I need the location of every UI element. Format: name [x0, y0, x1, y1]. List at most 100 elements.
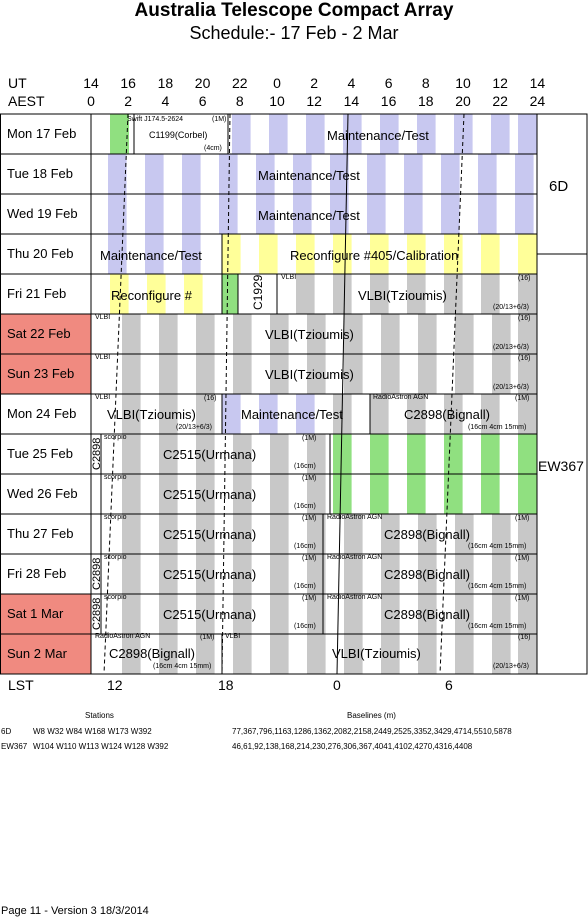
page-footer: Page 11 - Version 3 18/3/2014: [1, 905, 149, 917]
time-stripe: [481, 274, 500, 314]
time-stripe: [269, 114, 288, 154]
time-stripe: [270, 554, 289, 594]
block-band: (16cm): [294, 463, 316, 470]
time-stripe: [196, 434, 215, 474]
weekend-highlight: [0, 594, 91, 634]
block-code: (1M): [302, 555, 317, 562]
time-stripe: [233, 314, 252, 354]
block-code: (1M): [302, 435, 317, 442]
lst-dashed-line: [103, 113, 129, 675]
block-label: Maintenance/Test: [258, 208, 360, 223]
weekend-highlight: [0, 634, 91, 674]
config-box-ew367: [536, 253, 588, 675]
time-stripe: [381, 554, 400, 594]
block-band: (4cm): [204, 145, 222, 152]
block-band: (16cm): [294, 583, 316, 590]
time-stripe: [407, 474, 426, 514]
block-band: (16cm): [294, 503, 316, 510]
time-stripe: [122, 634, 141, 674]
block-band: (20/13+6/3): [493, 304, 529, 311]
time-stripe: [307, 354, 326, 394]
time-stripe: [307, 474, 326, 514]
time-stripe: [122, 354, 141, 394]
time-stripe: [259, 394, 278, 434]
day-label: Wed 26 Feb: [7, 486, 78, 501]
time-stripe: [455, 354, 474, 394]
config-label-ew367: EW367: [538, 458, 584, 474]
block-label: RadioAstron AGN: [327, 594, 383, 601]
lst-dashed-line: [439, 113, 465, 675]
time-stripe: [455, 634, 474, 674]
time-stripe: [333, 234, 352, 274]
block-label: C2898(Bignall): [384, 607, 470, 622]
time-stripe: [344, 514, 363, 554]
block-band: (20/13+6/3): [493, 344, 529, 351]
time-stripe: [518, 474, 537, 514]
block-label: Swift J174.5-2624: [127, 116, 184, 123]
aest-tick: 2: [124, 93, 133, 109]
day-label: Sun 23 Feb: [7, 366, 75, 381]
block-label: Maintenance/Test: [241, 407, 343, 422]
block-label: C2898(Bignall): [404, 407, 490, 422]
time-stripe: [233, 354, 252, 394]
time-stripe: [159, 514, 178, 554]
page-title: Australia Telescope Compact Array: [134, 0, 454, 21]
ut-tick: 0: [273, 75, 281, 91]
time-stripe: [381, 514, 400, 554]
time-stripe: [293, 154, 312, 194]
ut-tick: 22: [232, 75, 248, 91]
block-code: (1M): [515, 515, 530, 522]
time-stripe: [518, 634, 537, 674]
aest-tick: 16: [380, 93, 397, 109]
baseline-list: 77,367,796,1163,1286,1362,2082,2158,2449…: [232, 727, 512, 736]
block-band: (20/13+6/3): [493, 384, 529, 391]
block-label: VLBI: [95, 314, 111, 321]
block-label: VLBI(Tzioumis): [265, 327, 354, 342]
time-stripe: [367, 194, 386, 234]
time-stripe: [515, 154, 534, 194]
time-stripe: [108, 154, 127, 194]
block-band: (20/13+6/3): [176, 424, 212, 431]
time-stripe: [418, 354, 437, 394]
time-stripe: [110, 114, 129, 154]
time-stripe: [222, 234, 241, 274]
time-stripe: [370, 234, 389, 274]
baseline-list: 46,61,92,138,168,214,230,276,306,367,404…: [232, 742, 473, 751]
station-list: W104 W110 W113 W124 W128 W392: [33, 742, 169, 751]
time-stripe: [333, 274, 352, 314]
time-stripe: [122, 394, 141, 434]
time-stripe: [381, 314, 400, 354]
block-label-vertical: C1929: [251, 274, 265, 310]
aest-tick: 4: [161, 93, 170, 109]
time-stripe: [444, 274, 463, 314]
time-stripe: [491, 114, 510, 154]
time-stripe: [370, 434, 389, 474]
block-label: RadioAstron AGN: [327, 554, 383, 561]
time-stripe: [233, 554, 252, 594]
aest-tick: 6: [198, 93, 207, 109]
time-stripe: [159, 554, 178, 594]
aest-tick: 0: [87, 93, 95, 109]
time-stripe: [159, 354, 178, 394]
block-label: RadioAstron AGN: [327, 514, 383, 521]
ut-tick: 20: [194, 75, 211, 91]
block-label: VLBI(Tzioumis): [358, 288, 447, 303]
time-stripe: [145, 234, 164, 274]
time-stripe: [344, 594, 363, 634]
time-stripe: [370, 394, 389, 434]
config-label-6d: 6D: [549, 178, 569, 195]
time-stripe: [293, 194, 312, 234]
time-stripe: [367, 154, 386, 194]
block-label: C1199(Corbel): [149, 130, 208, 140]
time-stripe: [182, 194, 201, 234]
time-stripe: [196, 394, 215, 434]
time-stripe: [407, 234, 426, 274]
ut-tick: 4: [347, 75, 356, 91]
time-stripe: [196, 354, 215, 394]
time-stripe: [145, 154, 164, 194]
ut-tick: 14: [83, 75, 99, 91]
baselines-heading: Baselines (m): [347, 711, 396, 720]
block-label: VLBI(Tzioumis): [265, 367, 354, 382]
aest-tick: 12: [306, 93, 322, 109]
time-stripe: [306, 114, 325, 154]
